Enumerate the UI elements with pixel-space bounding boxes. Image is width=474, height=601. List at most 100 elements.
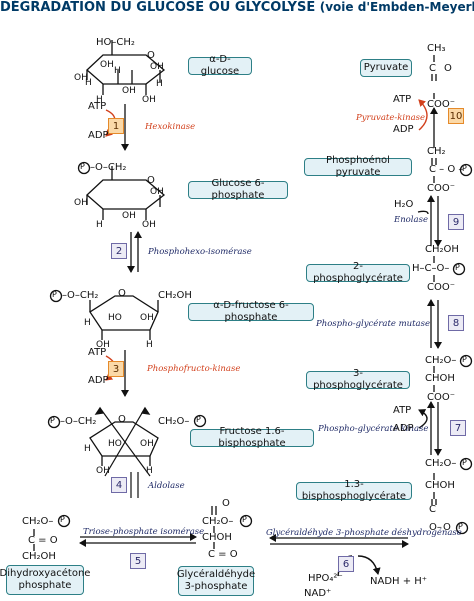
fructose-6-phosphate-structure [49, 289, 159, 340]
g6p-h4: H [96, 220, 103, 230]
glucose-h2: H [114, 66, 121, 76]
f6p-h1: H [84, 318, 91, 328]
compound-13-bisphosphoglycerate: 1.3-bisphosphoglycérate [296, 479, 412, 502]
bpg-c: C [429, 504, 436, 515]
bpg-p2: P [458, 522, 463, 531]
f16bp-ch2o: CH₂O– [158, 416, 190, 427]
3pg-ch2o: CH₂O– [425, 355, 457, 366]
enzyme-hexokinase: Hexokinase [145, 122, 196, 132]
cofactor-nad: NAD⁺ [304, 588, 332, 599]
f6p-ho: HO [108, 313, 122, 323]
3pg-p: P [462, 355, 467, 364]
2pg-coo: COO⁻ [427, 282, 456, 293]
cofactor-atp-7: ATP [393, 405, 412, 416]
enzyme-aldolase: Aldolase [148, 481, 185, 491]
cofactor-h2o: H₂O [394, 199, 414, 210]
cofactor-atp-3: ATP [88, 347, 107, 358]
g6p-oh3: OH [150, 187, 164, 197]
step-number-2: 2 [111, 243, 127, 259]
cofactor-adp-7: ADP [393, 423, 414, 434]
step-number-5: 5 [130, 553, 146, 569]
f6p-oh1: OH [140, 313, 154, 323]
enzyme-triose-phosphate-isomerase: Triose-phosphate isomérase [83, 527, 205, 537]
compound-dihydroxyacetone-phosphate: Dihydroxyacétone phosphate [0, 565, 90, 595]
triose-structures [33, 506, 253, 551]
step-number-6: 6 [338, 556, 354, 572]
g6p-p: P [80, 162, 85, 171]
enzyme-phosphoglycerate-kinase: Phospho-glycérate kinase [318, 424, 429, 434]
f16bp-oh2: OH [96, 466, 110, 476]
title-main: DÉGRADATION DU GLUCOSE OU GLYCOLYSE [0, 0, 316, 15]
cofactor-adp-10: ADP [393, 124, 414, 135]
enzyme-phosphoglycerate-mutase: Phospho-glycérate mutase [316, 319, 431, 329]
enzyme-enolase: Enolase [394, 215, 428, 225]
bpg-o2: O [443, 522, 451, 533]
f6p-oh2: OH [96, 340, 110, 350]
compound-3-phosphoglycerate: 3-phosphoglycérate [306, 368, 410, 391]
bpg-ch2o: CH₂O– [425, 458, 457, 469]
2pg-p: P [455, 263, 460, 272]
f6p-p: P [52, 290, 57, 299]
glucose-oh4: OH [122, 86, 136, 96]
g6p-oh2: OH [74, 198, 88, 208]
compound-pyruvate: Pyruvate [360, 59, 412, 77]
cofactor-adp-1: ADP [88, 130, 109, 141]
glucose-h4: H [96, 95, 103, 105]
title-subtitle: (voie d'Embden-Meyerhof) [319, 0, 474, 14]
g3p-cho: C = O [208, 549, 238, 560]
pyruvate-coo: COO⁻ [427, 99, 456, 110]
enzyme-phosphohexo-isomerase: Phosphohexo-isomérase [148, 247, 252, 257]
3pg-choh: CHOH [425, 373, 455, 384]
glucose-oh2: OH [74, 73, 88, 83]
enzyme-pyruvate-kinase: Pyruvate-kinase [356, 113, 426, 123]
pep-p: P [462, 164, 467, 173]
g6p-ring-o: O [147, 175, 155, 186]
dhap-ch2o: CH₂O– [22, 516, 54, 527]
compound-glucose-6-phosphate: Glucose 6-phosphate [188, 178, 288, 201]
pep-c-o: C – O – [429, 164, 464, 175]
compound-alpha-d-fructose-6-phosphate: α-D-fructose 6-phosphate [188, 300, 314, 323]
pyruvate-o: O [444, 63, 452, 74]
cofactor-nadh: NADH + H⁺ [370, 576, 428, 587]
pep-ch2: CH₂ [427, 146, 446, 157]
enzyme-g3p-dehydrogenase: Glycéraldéhyde 3-phosphate déshydrogénas… [266, 528, 462, 538]
f16bp-h1: H [84, 444, 91, 454]
step-number-8: 8 [448, 315, 464, 331]
g3p-ch2o: CH₂O– [202, 516, 234, 527]
right-column-structures [431, 55, 473, 535]
glucose-oh3: OH [150, 62, 164, 72]
step-number-9: 9 [448, 214, 464, 230]
g3p-o: O [222, 498, 230, 509]
f16bp-p2: P [196, 415, 201, 424]
f16bp-ho: HO [108, 439, 122, 449]
bpg-p1: P [462, 458, 467, 467]
compound-phosphoenol-pyruvate: Phosphoénol pyruvate [304, 155, 412, 178]
step-number-10: 10 [448, 108, 464, 124]
g6p-o-ch2: –O–CH₂ [90, 162, 127, 173]
page-title: DÉGRADATION DU GLUCOSE OU GLYCOLYSE (voi… [0, 0, 474, 20]
cofactor-atp-10: ATP [393, 94, 412, 105]
f16bp-ring-o: O [118, 414, 126, 425]
glucose-ho-ch2: HO–CH₂ [96, 37, 135, 48]
f6p-o-ch2: –O–CH₂ [62, 290, 99, 301]
cofactor-atp-1: ATP [88, 101, 107, 112]
dhap-ch2oh: CH₂OH [22, 551, 56, 562]
g6p-oh5: OH [142, 220, 156, 230]
compound-2-phosphoglycerate: 2-phosphoglycérate [306, 261, 410, 284]
step-number-1: 1 [108, 118, 124, 134]
dhap-p: P [60, 515, 65, 524]
f6p-h2: H [146, 340, 153, 350]
glucose-h1: H [85, 78, 92, 88]
glucose-oh5: OH [142, 95, 156, 105]
glucose-6-phosphate-structure [77, 161, 166, 220]
bpg-o-dash: O– [429, 522, 442, 533]
glucose-structure [86, 40, 166, 95]
3pg-coo: COO⁻ [427, 392, 456, 403]
cofactor-adp-3: ADP [88, 375, 109, 386]
f6p-ring-o: O [118, 288, 126, 299]
f16bp-oh1: OH [140, 439, 154, 449]
dhap-c-eq-o: C = O [28, 535, 58, 546]
glucose-oh1: OH [100, 60, 114, 70]
step-number-3: 3 [108, 361, 124, 377]
